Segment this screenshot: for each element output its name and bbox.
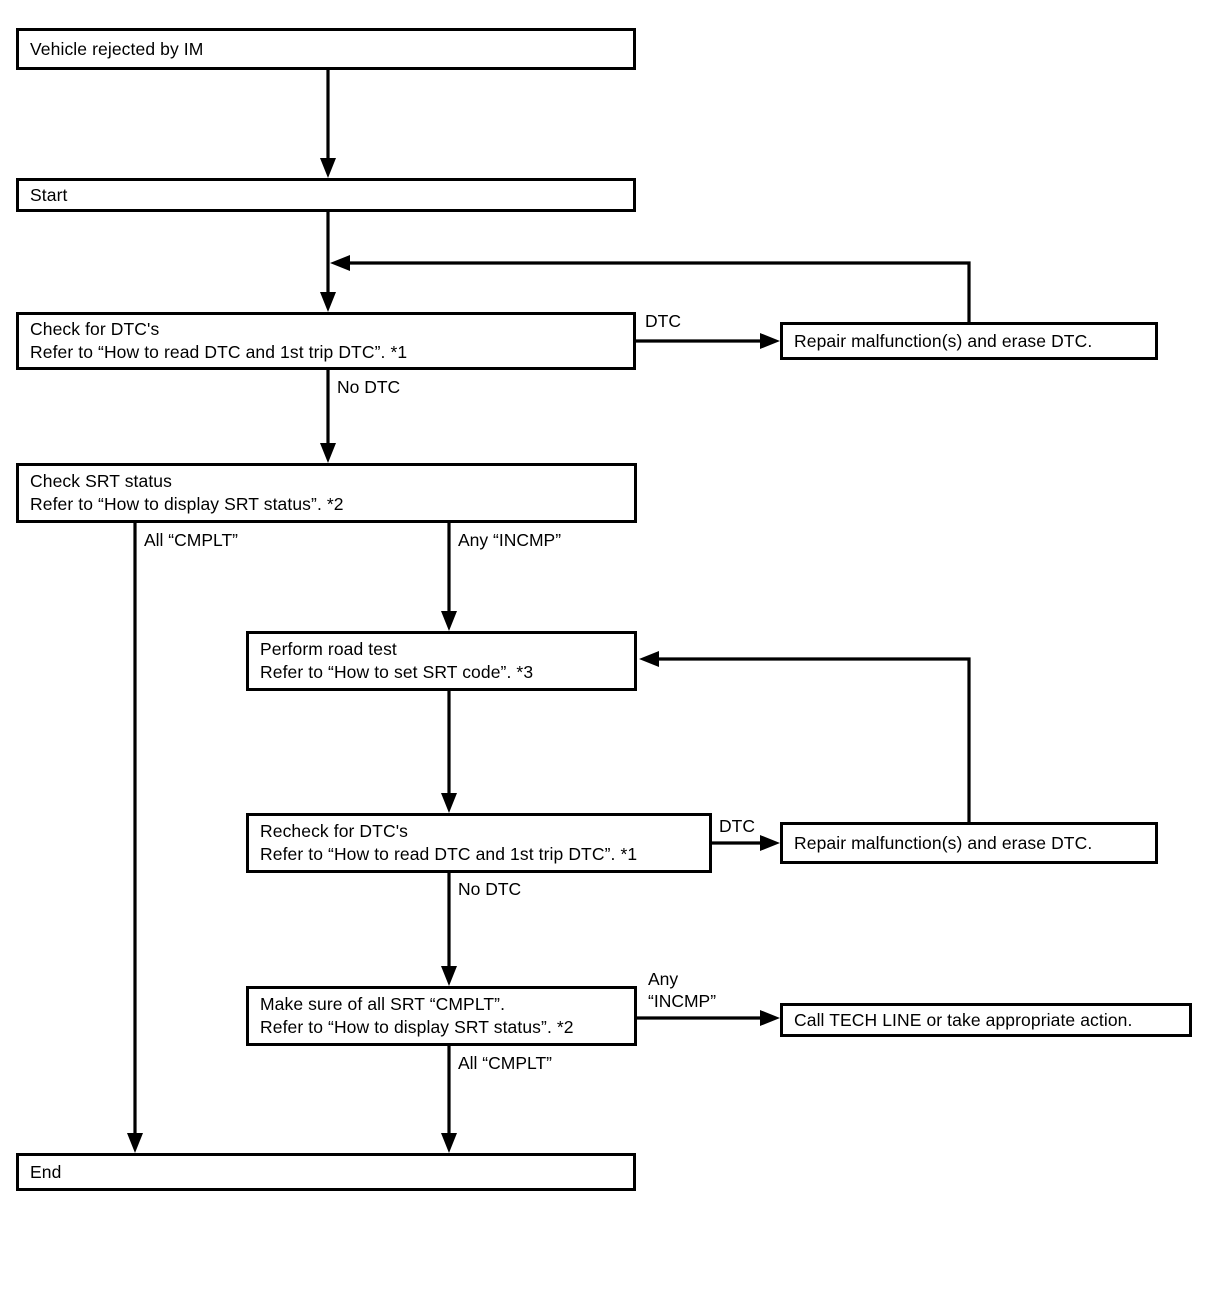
node-vehicle-rejected[interactable]: Vehicle rejected by IM: [16, 28, 636, 70]
node-repair-1[interactable]: Repair malfunction(s) and erase DTC.: [780, 322, 1158, 360]
arrowhead-roadtest-to-recheck: [441, 793, 457, 813]
node-vehicle-rejected-line-1: Vehicle rejected by IM: [30, 38, 204, 59]
node-road-test-line-2: Refer to “How to set SRT code”. *3: [260, 662, 534, 682]
edge-label-all-cmplt-1: All “CMPLT”: [144, 530, 238, 550]
node-recheck-dtc[interactable]: Recheck for DTC's Refer to “How to read …: [246, 813, 712, 873]
arrowhead-repair2-feedback: [639, 651, 659, 667]
connector-repair2-feedback: [654, 657, 971, 822]
node-repair-2[interactable]: Repair malfunction(s) and erase DTC.: [780, 822, 1158, 864]
arrowhead-checksrt-to-roadtest: [441, 611, 457, 631]
arrowhead-start-to-checkdtc: [320, 292, 336, 312]
edge-label-dtc-1: DTC: [645, 311, 681, 331]
node-end[interactable]: End: [16, 1153, 636, 1191]
arrowhead-checksrt-to-end: [127, 1133, 143, 1153]
arrowhead-recheck-to-repair2: [760, 835, 780, 851]
arrowhead-checkdtc-to-checksrt: [320, 443, 336, 463]
edge-label-any-incmp-1: Any “INCMP”: [458, 530, 562, 550]
node-check-dtc-line-1: Check for DTC's: [30, 319, 160, 339]
node-check-srt[interactable]: Check SRT status Refer to “How to displa…: [16, 463, 637, 523]
edge-label-no-dtc-2: No DTC: [458, 879, 522, 899]
arrowhead-checkdtc-to-repair1: [760, 333, 780, 349]
edge-label-all-cmplt-2: All “CMPLT”: [458, 1053, 552, 1073]
node-start[interactable]: Start: [16, 178, 636, 212]
node-tech-line[interactable]: Call TECH LINE or take appropriate actio…: [780, 1003, 1192, 1037]
node-check-dtc[interactable]: Check for DTC's Refer to “How to read DT…: [16, 312, 636, 370]
edge-label-no-dtc-1: No DTC: [337, 377, 401, 397]
node-tech-line-line-1: Call TECH LINE or take appropriate actio…: [794, 1009, 1133, 1030]
arrowhead-makesure-to-end: [441, 1133, 457, 1153]
node-recheck-dtc-line-1: Recheck for DTC's: [260, 821, 408, 841]
node-road-test[interactable]: Perform road test Refer to “How to set S…: [246, 631, 637, 691]
edge-label-any-incmp-2-line2: “INCMP”: [648, 991, 717, 1011]
node-start-line-1: Start: [30, 184, 68, 205]
edge-label-dtc-2: DTC: [719, 816, 755, 836]
connector-repair1-feedback: [345, 261, 971, 322]
edge-label-any-incmp-2-line1: Any: [648, 969, 679, 989]
node-repair-2-line-1: Repair malfunction(s) and erase DTC.: [794, 832, 1093, 853]
node-repair-1-line-1: Repair malfunction(s) and erase DTC.: [794, 330, 1093, 351]
node-make-sure-srt-line-1: Make sure of all SRT “CMPLT”.: [260, 994, 506, 1014]
node-recheck-dtc-line-2: Refer to “How to read DTC and 1st trip D…: [260, 844, 638, 864]
arrowhead-vehicle-to-start: [320, 158, 336, 178]
node-check-dtc-line-2: Refer to “How to read DTC and 1st trip D…: [30, 342, 408, 362]
arrowhead-repair1-feedback: [330, 255, 350, 271]
node-make-sure-srt-line-2: Refer to “How to display SRT status”. *2: [260, 1017, 574, 1037]
arrowhead-makesure-to-techline: [760, 1010, 780, 1026]
node-check-srt-line-2: Refer to “How to display SRT status”. *2: [30, 494, 344, 514]
arrowhead-recheck-to-makesure: [441, 966, 457, 986]
node-road-test-line-1: Perform road test: [260, 639, 397, 659]
node-check-srt-line-1: Check SRT status: [30, 471, 172, 491]
node-make-sure-srt[interactable]: Make sure of all SRT “CMPLT”. Refer to “…: [246, 986, 637, 1046]
node-end-line-1: End: [30, 1161, 62, 1182]
